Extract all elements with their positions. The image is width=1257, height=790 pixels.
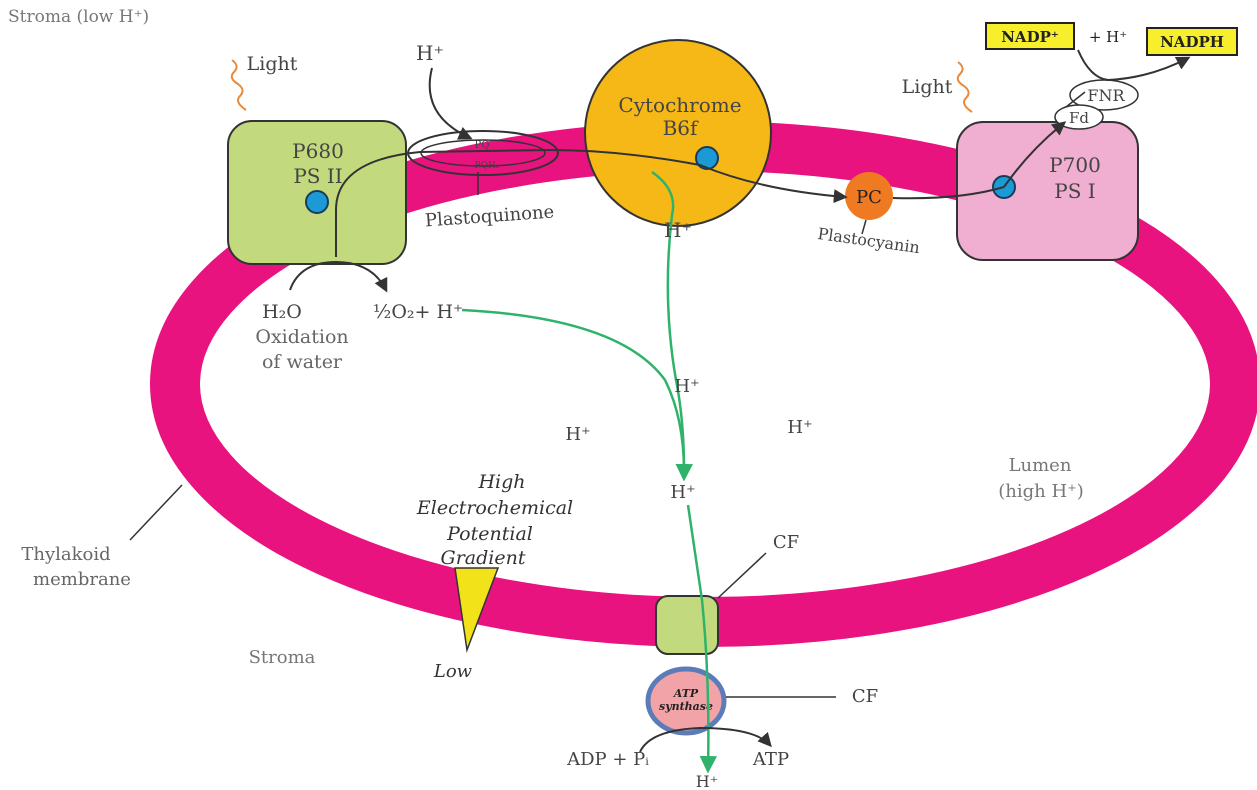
thylakoid-label: Thylakoid: [21, 544, 110, 565]
electron-dot-icon: [306, 191, 328, 213]
plastoquinone-label: Plastoquinone: [424, 202, 555, 232]
p680-label: P680: [292, 139, 344, 163]
cf-top-label: CF: [773, 532, 799, 553]
stroma-low-label: Stroma (low H⁺): [8, 7, 149, 27]
light-right-label: Light: [902, 76, 953, 98]
water-oxidation-arrow: [290, 262, 386, 290]
cf-bottom-label: CF: [852, 686, 878, 707]
light-left-label: Light: [247, 53, 298, 75]
gradient-electrochemical-label: Electrochemical: [416, 497, 573, 519]
fnr-label: FNR: [1087, 86, 1125, 105]
atp-synthesis-arrow: [640, 728, 770, 752]
fd-label: Fd: [1069, 109, 1089, 127]
h-plus-lower-label: H⁺: [670, 482, 695, 503]
b6f-label: B6f: [663, 116, 699, 140]
proton-path-water: [462, 310, 684, 478]
lumen-high-label: (high H⁺): [998, 481, 1083, 502]
pc-label: PC: [856, 187, 882, 208]
oxidation-label: Oxidation: [255, 326, 348, 348]
ps2-label: PS II: [293, 164, 342, 188]
pq-label: PQ: [475, 140, 490, 151]
cf-box: [656, 596, 718, 654]
atp-label: ATP: [752, 749, 789, 770]
ps1-label: PS I: [1054, 179, 1095, 203]
h-plus-bottom-label: H⁺: [696, 772, 718, 790]
plus-h-label: + H⁺: [1089, 28, 1127, 46]
h-plus-right-label: H⁺: [787, 417, 812, 438]
h-plus-cyt-label: H⁺: [664, 218, 692, 242]
plastocyanin-label: Plastocyanin: [816, 224, 921, 257]
nadp-label: NADP⁺: [1001, 28, 1059, 46]
stroma-label: Stroma: [249, 647, 316, 668]
h-plus-uptake-arrow: [430, 68, 470, 138]
light-wave-icon: [958, 62, 972, 112]
thylakoid-pointer: [130, 485, 182, 540]
gradient-high-label: High: [477, 471, 525, 493]
lumen-label: Lumen: [1009, 455, 1072, 476]
cytochrome-label: Cytochrome: [618, 93, 741, 117]
h-plus-top-label: H⁺: [416, 41, 444, 65]
h-plus-left-label: H⁺: [565, 424, 590, 445]
h-plus-mid-label: H⁺: [674, 376, 699, 397]
cf-top-pointer: [718, 553, 766, 598]
of-water-label: of water: [262, 351, 343, 373]
nadph-label: NADPH: [1160, 33, 1224, 51]
adp-pi-label: ADP + Pᵢ: [566, 749, 649, 770]
h2o-label: H₂O: [262, 301, 302, 323]
p700-label: P700: [1049, 153, 1101, 177]
atp-synthase-label-1: ATP: [673, 687, 699, 700]
light-wave-icon: [232, 60, 246, 110]
half-o2-label: ½O₂+ H⁺: [373, 301, 463, 323]
gradient-potential-label: Potential: [446, 523, 533, 545]
gradient-low-label: Low: [433, 661, 473, 682]
atp-synthase-label-2: synthase: [659, 700, 713, 713]
pqh2-label: PQH₂: [475, 161, 500, 171]
membrane-label: membrane: [33, 569, 131, 590]
gradient-gradient-label: Gradient: [441, 547, 526, 569]
